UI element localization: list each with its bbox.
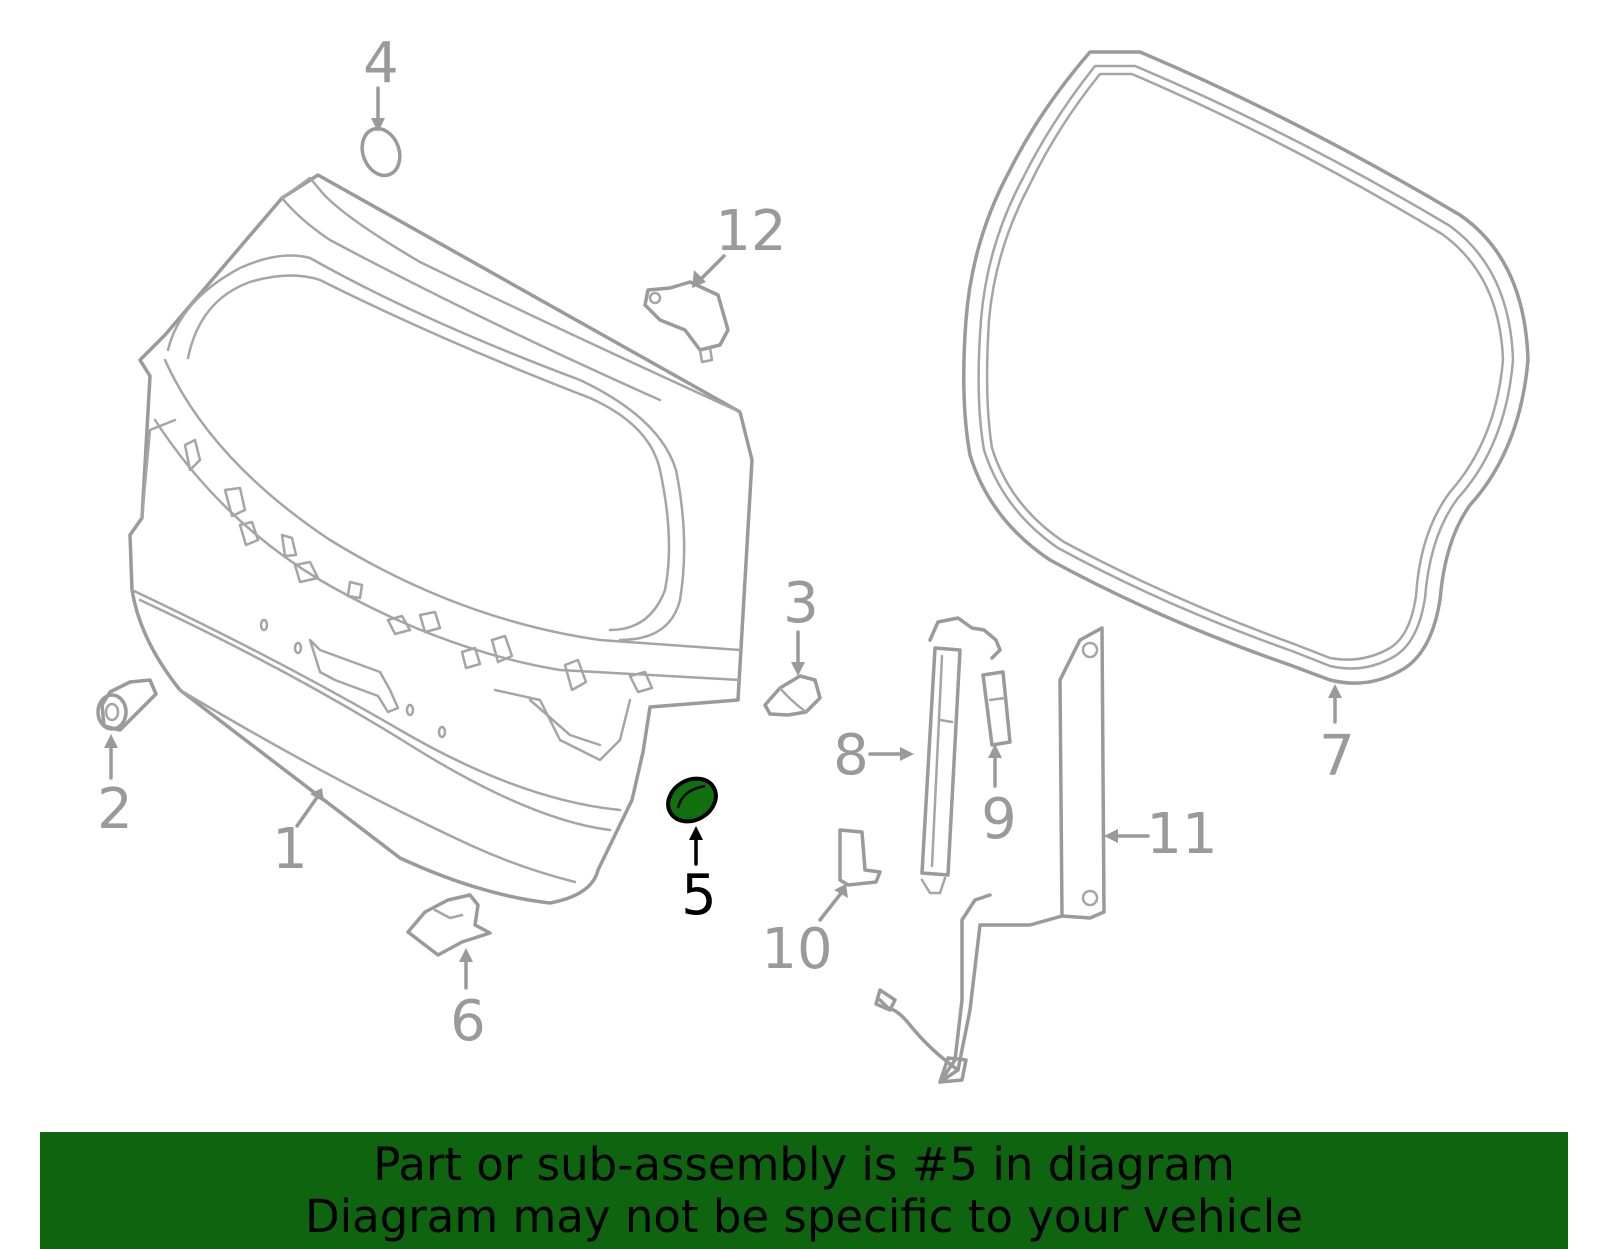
callout-10: 10 xyxy=(761,917,832,982)
info-banner: Part or sub-assembly is #5 in diagram Di… xyxy=(40,1132,1568,1249)
small-bracket[interactable] xyxy=(838,828,882,887)
callout-arrows xyxy=(104,86,1342,990)
callout-5: 5 xyxy=(681,863,717,928)
callout-12: 12 xyxy=(715,199,786,264)
parts-diagram: 1 2 3 4 5 6 7 8 9 10 11 12 xyxy=(96,31,1530,1084)
callout-labels: 1 2 3 4 5 6 7 8 9 10 11 12 xyxy=(97,31,1355,1054)
callout-3: 3 xyxy=(783,571,819,636)
callout-7: 7 xyxy=(1319,724,1355,789)
sensor[interactable] xyxy=(643,280,730,364)
callout-8: 8 xyxy=(833,723,869,788)
bracket[interactable] xyxy=(406,893,492,957)
callout-9: 9 xyxy=(981,787,1017,852)
plug-part-5[interactable] xyxy=(660,770,723,830)
callout-2: 2 xyxy=(97,777,133,842)
grommet[interactable] xyxy=(356,123,406,180)
gas-strut[interactable] xyxy=(920,616,1002,895)
callout-11: 11 xyxy=(1146,802,1217,867)
callout-4: 4 xyxy=(363,31,399,96)
banner-line-2: Diagram may not be specific to your vehi… xyxy=(305,1189,1303,1243)
banner-line-1: Part or sub-assembly is #5 in diagram xyxy=(373,1137,1235,1191)
wiring-harness[interactable] xyxy=(874,626,1106,1084)
liftgate-panel[interactable] xyxy=(128,173,754,905)
weatherstrip[interactable] xyxy=(962,50,1530,685)
clip[interactable] xyxy=(981,670,1012,747)
bulb-socket[interactable] xyxy=(763,674,822,717)
callout-1: 1 xyxy=(272,817,308,882)
callout-6: 6 xyxy=(450,989,486,1054)
bumper-stop[interactable] xyxy=(96,678,158,732)
